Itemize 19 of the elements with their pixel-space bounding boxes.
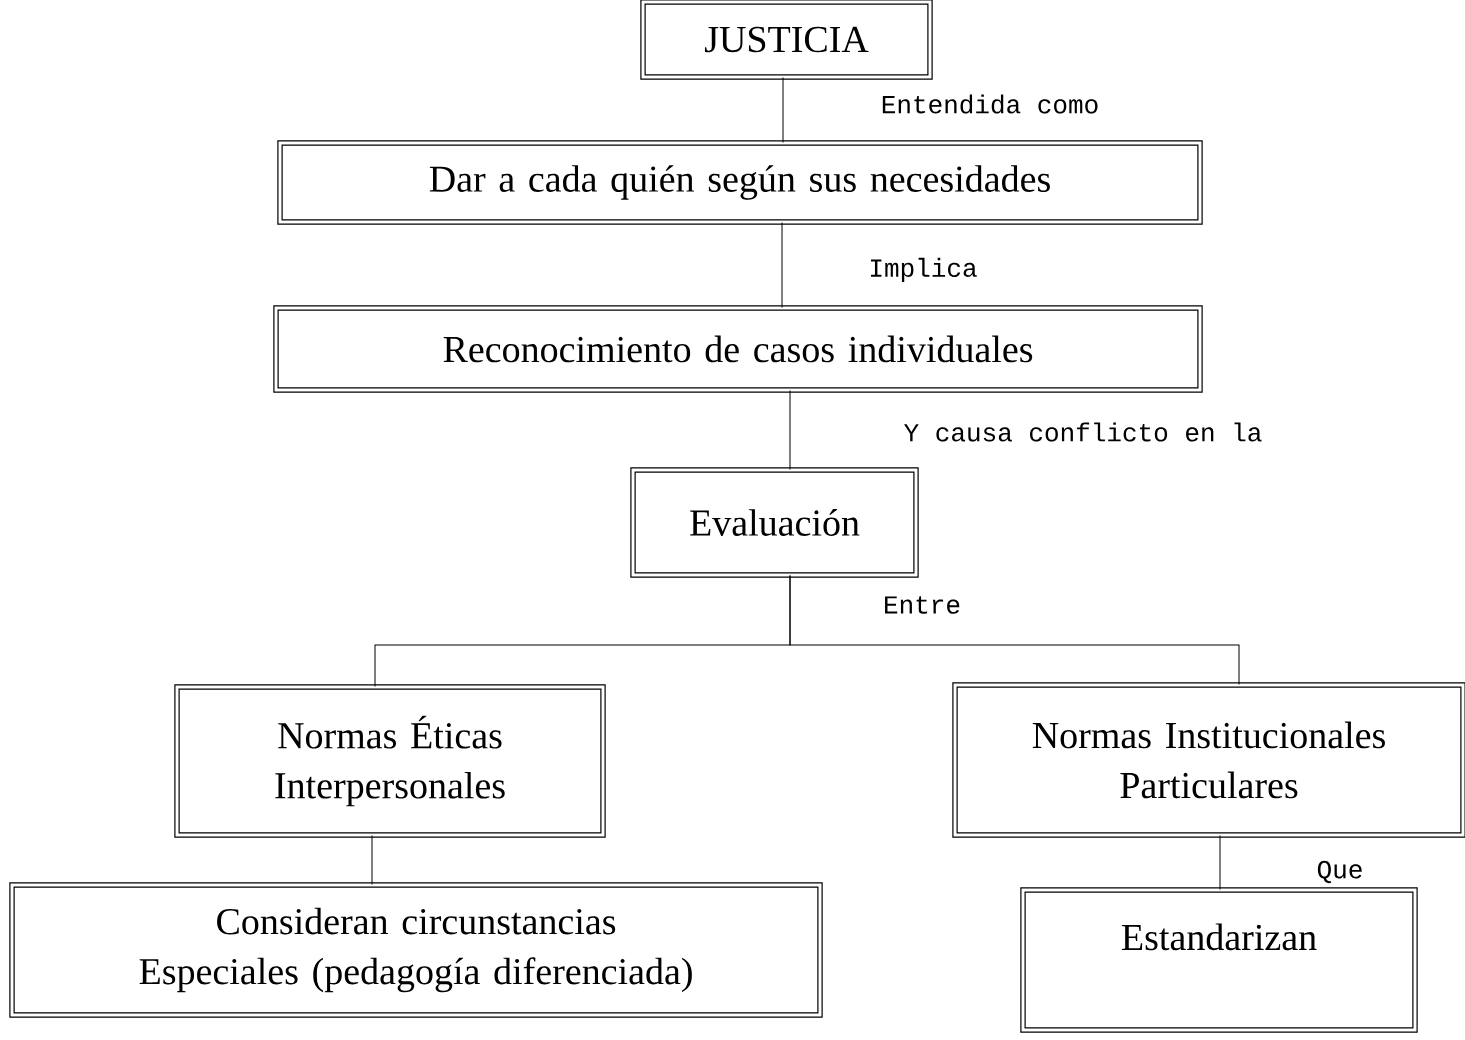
concept-box: Dar a cada quién según sus necesidades <box>277 140 1203 225</box>
concept-box: Estandarizan <box>1020 887 1418 1033</box>
connector-line <box>789 390 791 470</box>
concept-box: Reconocimiento de casos individuales <box>273 305 1203 393</box>
edge-label: Entre <box>885 596 960 614</box>
concept-box: JUSTICIA <box>640 0 933 80</box>
concept-box: Normas Éticas Interpersonales <box>174 684 606 838</box>
connector-line <box>371 835 373 885</box>
connector-line <box>1219 835 1221 890</box>
connector-line <box>781 222 783 308</box>
connector-line <box>789 575 1240 685</box>
concept-box: Consideran circunstancias Especiales (pedagogía diferenciada) <box>9 882 823 1018</box>
connector-line <box>782 77 784 143</box>
concept-box: Normas Institucionales Particulares <box>952 682 1465 838</box>
concept-box: Evaluación <box>630 467 919 578</box>
edge-label: Y causa conflicto en la <box>904 422 1262 442</box>
edge-label: Que <box>1317 860 1362 884</box>
edge-label: Entendida como <box>882 94 1098 114</box>
edge-label: Implica <box>870 257 977 283</box>
